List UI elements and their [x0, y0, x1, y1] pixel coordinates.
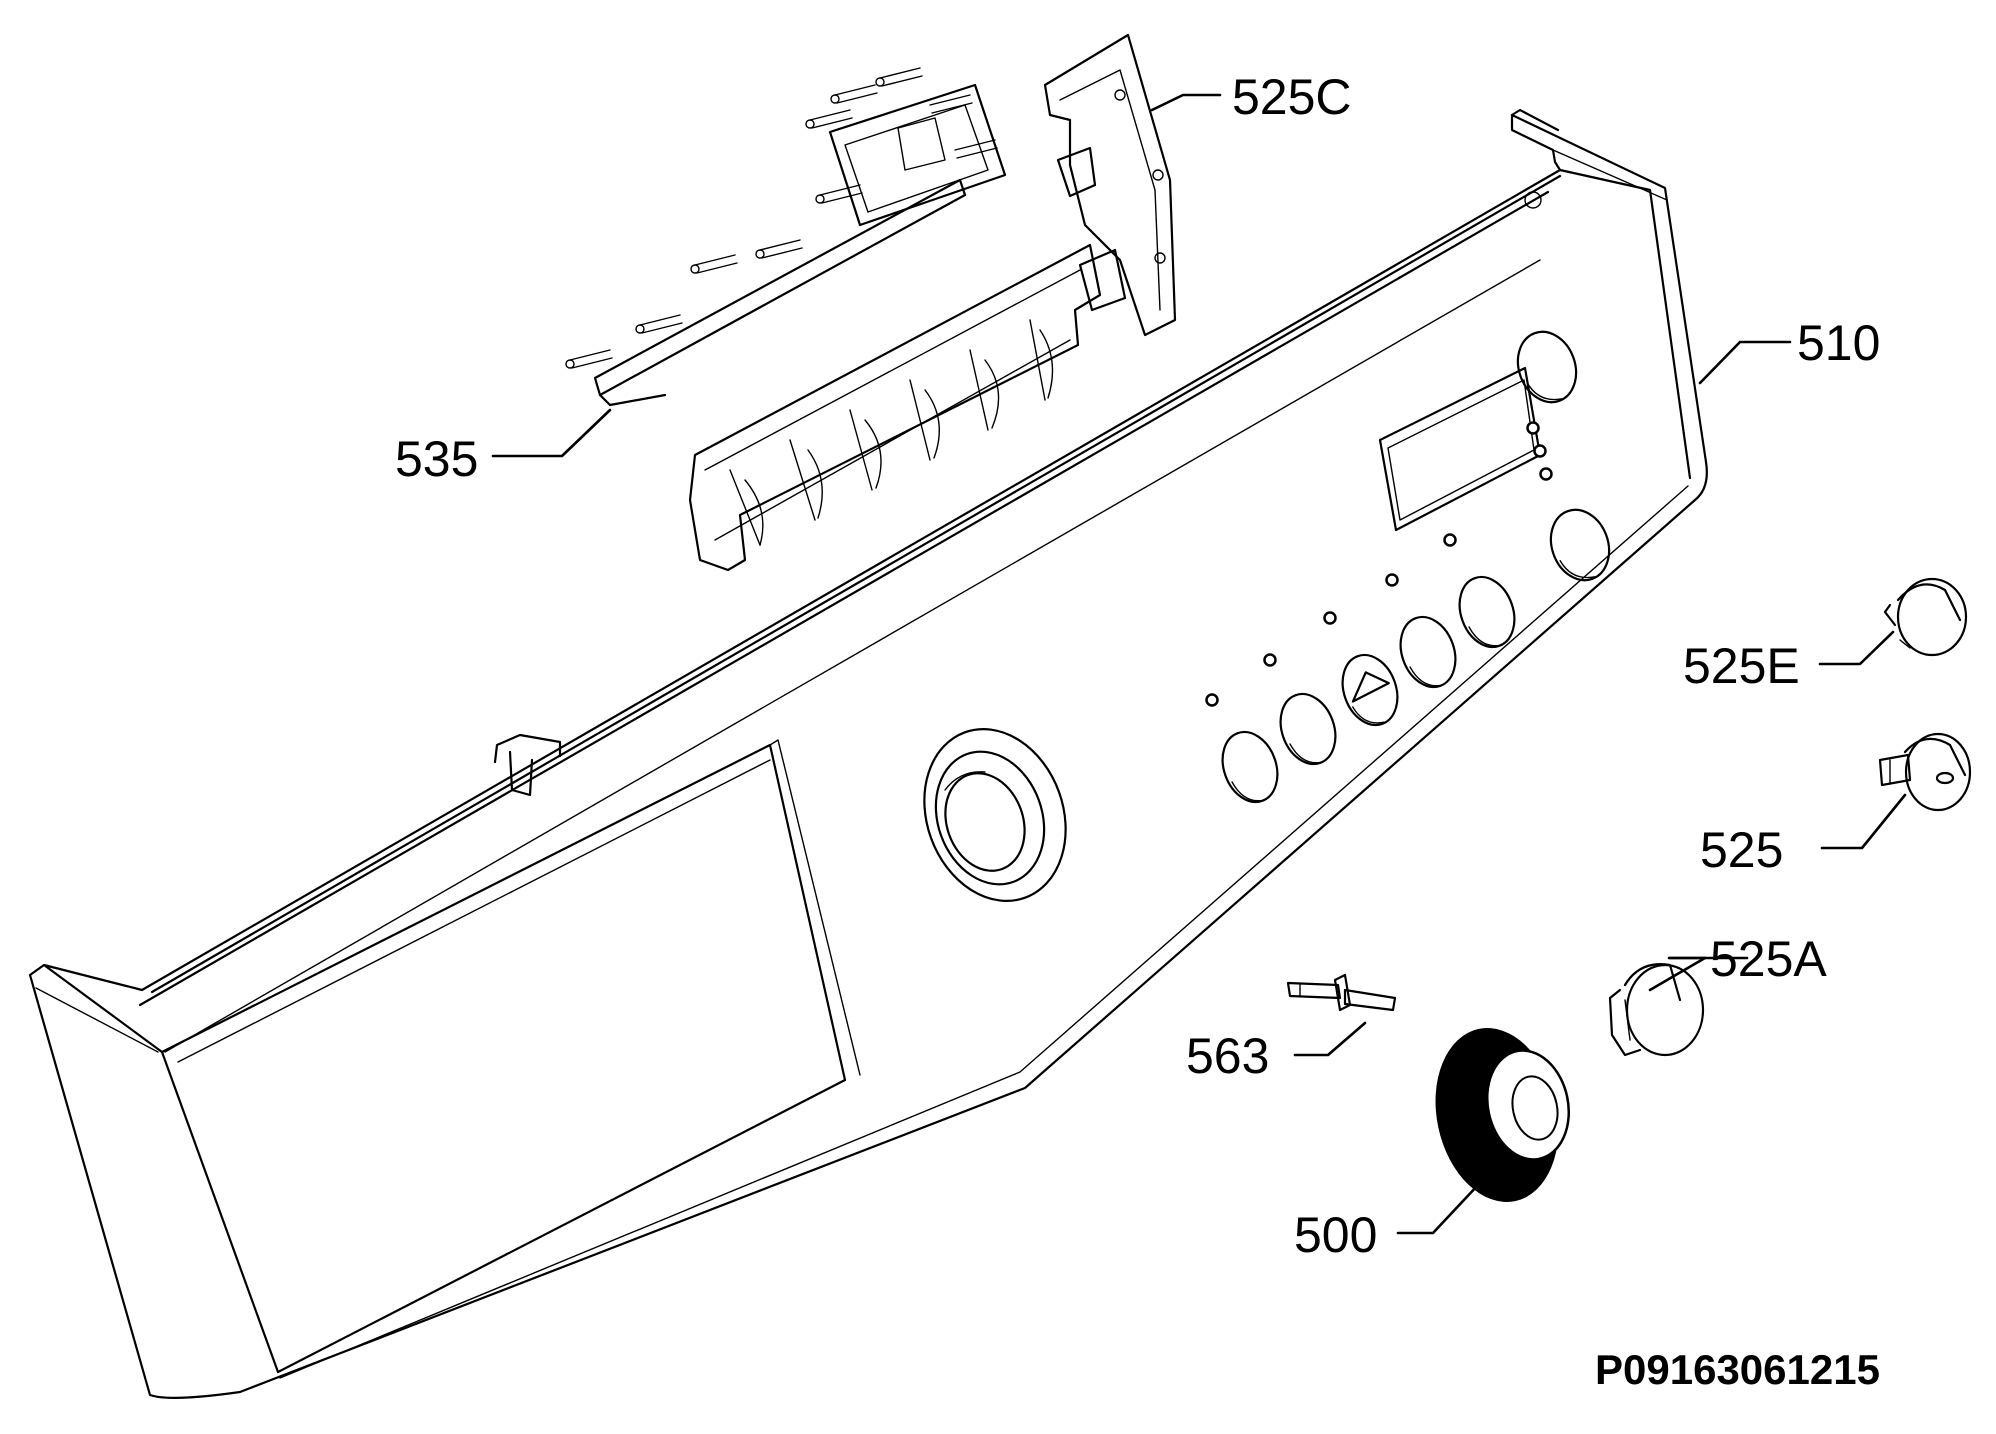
part-563-shaft: [1286, 973, 1397, 1012]
callout-510: 510: [1797, 315, 1880, 371]
callout-535: 535: [395, 431, 478, 487]
leader-lines: [491, 93, 1907, 1235]
button-openings: [1221, 330, 1611, 804]
part-510-control-panel: [28, 108, 1708, 1399]
part-525-button: [1878, 732, 1972, 812]
part-500-selector-knob: [1435, 1028, 1571, 1202]
part-525A-button: [1608, 963, 1705, 1057]
callout-labels: 525C 510 535 525E 525 525A 563 500 P0916…: [395, 69, 1880, 1393]
program-selector-ring: [923, 727, 1067, 903]
callout-525: 525: [1700, 822, 1783, 878]
drawing-code: P09163061215: [1595, 1346, 1880, 1393]
callout-500: 500: [1294, 1207, 1377, 1263]
part-525E-button: [1883, 577, 1968, 657]
display-window: [1378, 366, 1542, 532]
callout-525E: 525E: [1683, 638, 1800, 694]
callout-563: 563: [1186, 1028, 1269, 1084]
callout-525A: 525A: [1710, 931, 1827, 987]
part-525C-button-frame: [688, 33, 1177, 572]
callout-525C: 525C: [1232, 69, 1352, 125]
indicator-led-holes: [1205, 421, 1553, 707]
part-535-light-guide: [565, 67, 1007, 407]
